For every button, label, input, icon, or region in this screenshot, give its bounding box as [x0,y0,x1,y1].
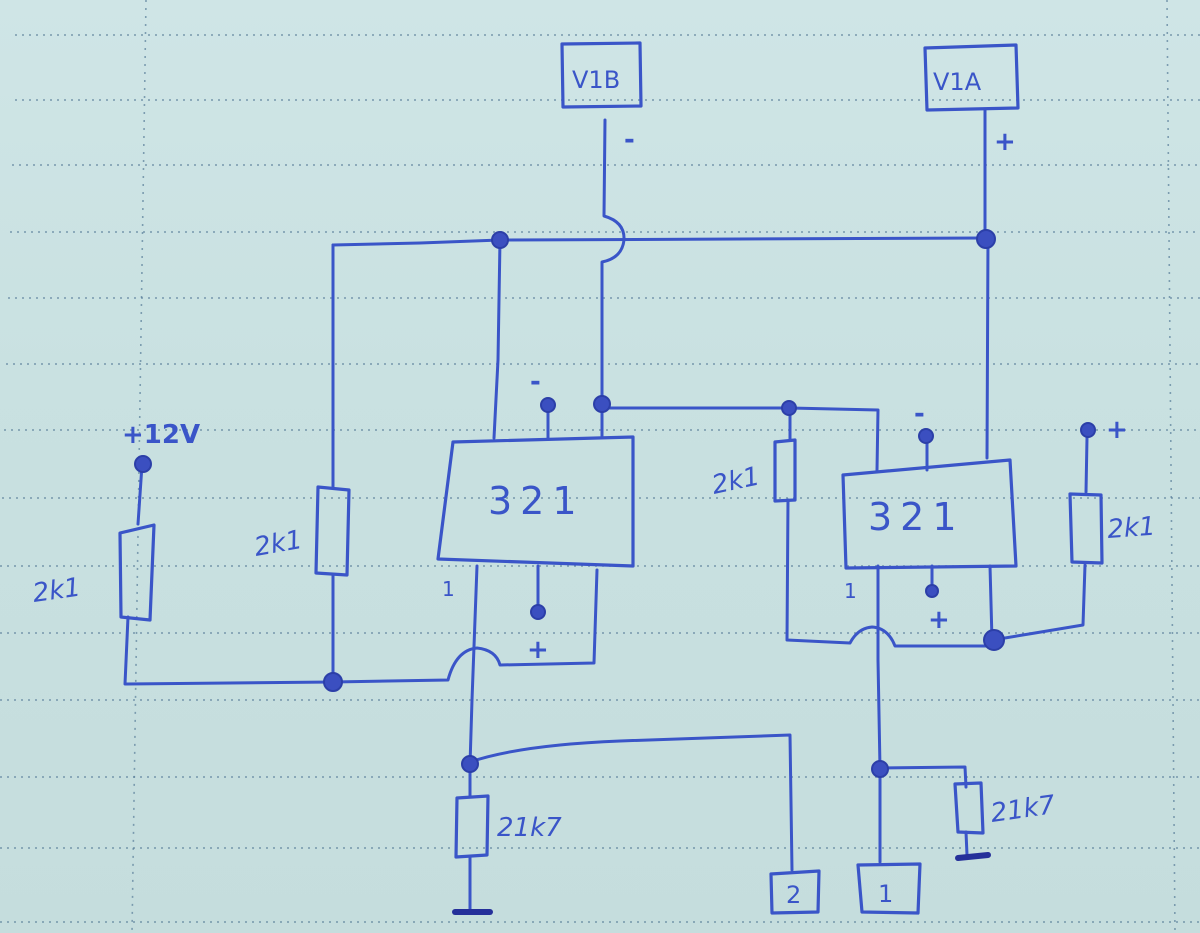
resistor-left-mid-2k1: 2k1 [252,485,351,577]
junction-dot [871,760,889,778]
terminal-2: 2 [769,869,821,915]
terminal-v1a: V1A + [923,43,1020,157]
chip1-minus-pin-dot [540,397,556,413]
resistor-right-chip-left-value: 2k1 [709,461,762,500]
chip1-plus-pin-dot [530,604,546,620]
junction-dot [461,755,479,773]
chip-321-left-pin1: 1 [442,577,455,601]
chip2-minus-pin-dot [918,428,934,444]
right-plus-terminal-dot [1080,422,1096,438]
ground-right-icon [955,852,991,861]
resistor-bottom-left-21k7: 21k7 [454,794,562,859]
junction-dot [593,395,611,413]
junctions [134,229,1096,778]
terminal-v1a-label: V1A [933,68,982,96]
terminal-1-label: 1 [878,880,893,908]
resistor-right-chip-right-value: 2k1 [1106,512,1156,545]
chip-321-right: 321 - + 1 [841,399,1018,635]
wires [123,108,1089,912]
junction-dot [323,672,343,692]
resistor-bottom-right-value: 21k7 [989,790,1058,829]
chip-321-right-minus: - [914,399,925,429]
resistor-right-plus: + [1106,415,1128,445]
supply-12v: +12V [122,420,200,450]
chip2-plus-pin-dot [925,584,939,598]
chip-321-left-plus: + [527,635,549,665]
chip-321-left-label: 321 [488,479,585,523]
resistor-bottom-right-21k7: 21k7 [953,781,1058,835]
junction-dot [983,629,1005,651]
chip-321-right-label: 321 [868,495,965,539]
junction-dot [491,231,509,249]
resistor-left-mid-value: 2k1 [252,525,305,563]
supply-terminal-dot [134,455,152,473]
terminal-v1a-polarity: + [994,127,1016,157]
resistor-right-chip-right-2k1: 2k1 + [1068,415,1157,565]
resistor-supply-value: 2k1 [31,573,83,609]
terminal-2-label: 2 [786,881,801,909]
supply-label: +12V [122,420,200,450]
chip-321-left: 321 - + 1 [436,367,635,665]
resistor-bottom-left-value: 21k7 [497,813,562,843]
junction-dot [976,229,996,249]
junction-dot [781,400,797,416]
terminal-v1b-label: V1B [572,66,620,94]
terminal-v1b: V1B - [560,41,643,155]
resistor-right-chip-left-2k1: 2k1 [709,438,797,503]
chip-321-right-plus: + [928,605,950,635]
chip-321-left-minus: - [530,367,541,397]
terminal-v1b-polarity: - [624,125,635,155]
terminal-1: 1 [856,862,922,915]
chip-321-right-pin1: 1 [844,579,857,603]
resistor-supply-2k1: 2k1 [31,523,156,622]
